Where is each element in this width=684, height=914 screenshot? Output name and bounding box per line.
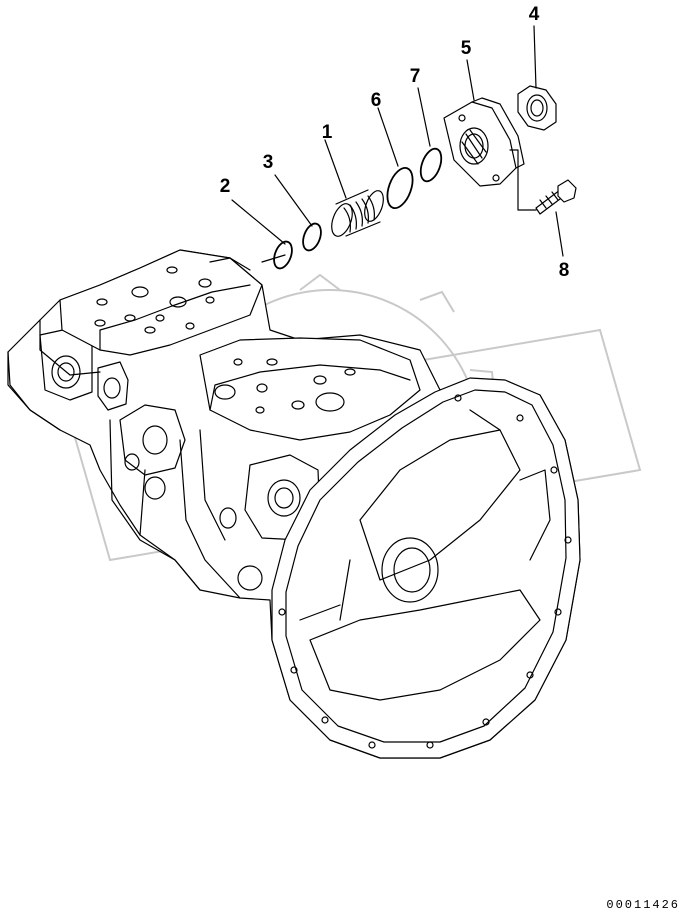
part-4-nut	[517, 85, 557, 131]
callout-1: 1	[322, 122, 333, 143]
part-2-o-ring	[273, 240, 293, 270]
part-8-bolt	[535, 179, 577, 215]
part-3-o-ring	[302, 222, 322, 252]
mounting-flange	[271, 377, 581, 759]
part-5-flange	[443, 97, 525, 187]
callout-6: 6	[371, 90, 382, 111]
callout-4: 4	[529, 4, 540, 25]
callout-3: 3	[263, 152, 274, 173]
callout-2: 2	[220, 176, 231, 197]
part-7-o-ring	[419, 147, 443, 183]
callouts: 1 2 3 4 5 6 7 8	[220, 4, 570, 281]
part-1-spring	[331, 189, 384, 237]
rim-bolt-holes	[278, 394, 572, 749]
callout-8: 8	[559, 260, 570, 281]
document-number: 00011426	[606, 898, 680, 912]
callout-7: 7	[410, 66, 421, 87]
part-6-o-ring	[386, 167, 414, 209]
callout-5: 5	[461, 38, 472, 59]
leader-lines	[231, 25, 564, 263]
